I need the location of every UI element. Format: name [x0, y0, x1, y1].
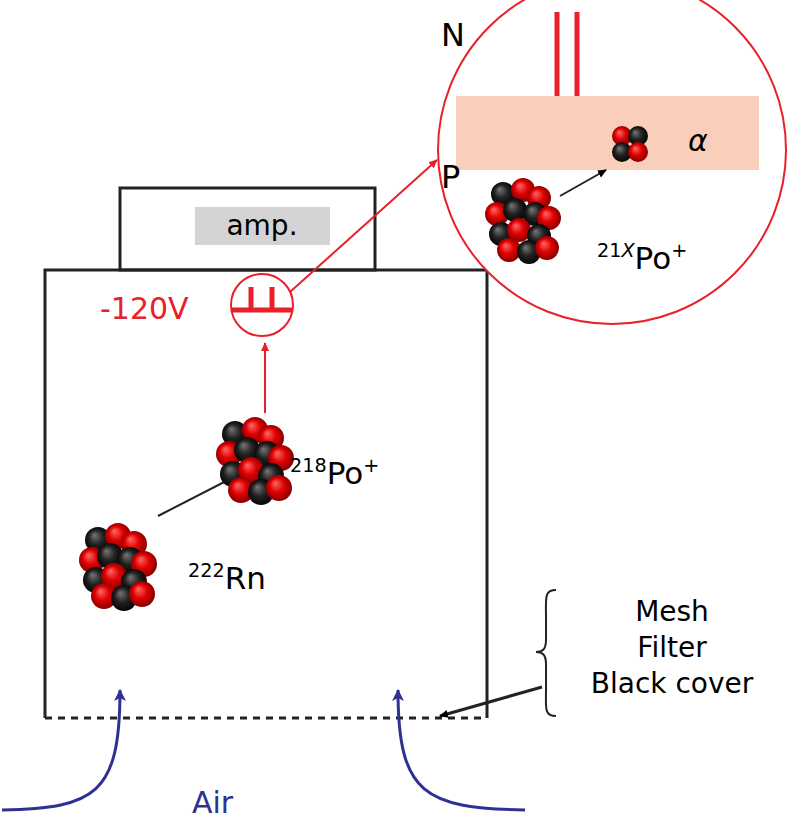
label-text: 218	[290, 454, 327, 477]
label-text: Po	[327, 455, 364, 491]
label-text: Air	[192, 785, 233, 820]
zoom-view	[438, 0, 786, 324]
label-text: Rn	[225, 560, 266, 596]
chamber-wall	[45, 270, 487, 718]
label-text: 222	[188, 559, 225, 582]
label-text: +	[363, 454, 379, 477]
text-label: 222Rn	[188, 560, 266, 595]
label-text: -120V	[100, 291, 189, 326]
node-text: amp.	[226, 211, 297, 242]
text-label: Mesh	[635, 597, 709, 628]
text-label: -120V	[100, 292, 189, 325]
mesh-line	[45, 717, 487, 720]
nuclei	[79, 126, 648, 611]
label-text: Filter	[637, 631, 706, 664]
decay-arrow	[158, 478, 232, 516]
label-text: X	[621, 239, 634, 262]
zoom-circle	[231, 274, 293, 336]
label-text: P	[441, 158, 460, 196]
nucleus	[216, 417, 294, 505]
text-label: 218Po+	[290, 455, 379, 490]
nucleus	[612, 126, 648, 162]
air-flow-arrow	[2, 690, 120, 810]
label-text: Black cover	[591, 667, 754, 700]
text-label: N	[441, 18, 465, 53]
text-label: Filter	[637, 633, 706, 664]
label-text: 21	[597, 239, 621, 262]
text-label: Black cover	[591, 669, 754, 700]
text-label: Air	[192, 786, 233, 819]
text-label: P	[441, 160, 460, 195]
label-text: Po	[635, 240, 672, 276]
air-flow-arrow	[398, 690, 525, 810]
detector-leads	[557, 12, 577, 96]
label-text: N	[441, 16, 465, 54]
detector-symbol	[232, 287, 292, 310]
nucleus	[79, 523, 157, 611]
label-text: Mesh	[635, 595, 709, 628]
nucleus	[485, 178, 561, 264]
alpha-arrow	[560, 170, 606, 196]
drift-arrow	[264, 343, 266, 413]
brace	[536, 590, 556, 716]
label-text: α	[688, 123, 708, 158]
label-text: +	[671, 239, 687, 262]
pointer-arrow	[440, 687, 542, 716]
text-label: 21XPo+	[597, 240, 687, 275]
text-label: α	[688, 124, 708, 157]
amplifier-box: amp.	[195, 207, 330, 245]
amp-housing	[120, 188, 375, 270]
pn-junction	[456, 96, 759, 170]
